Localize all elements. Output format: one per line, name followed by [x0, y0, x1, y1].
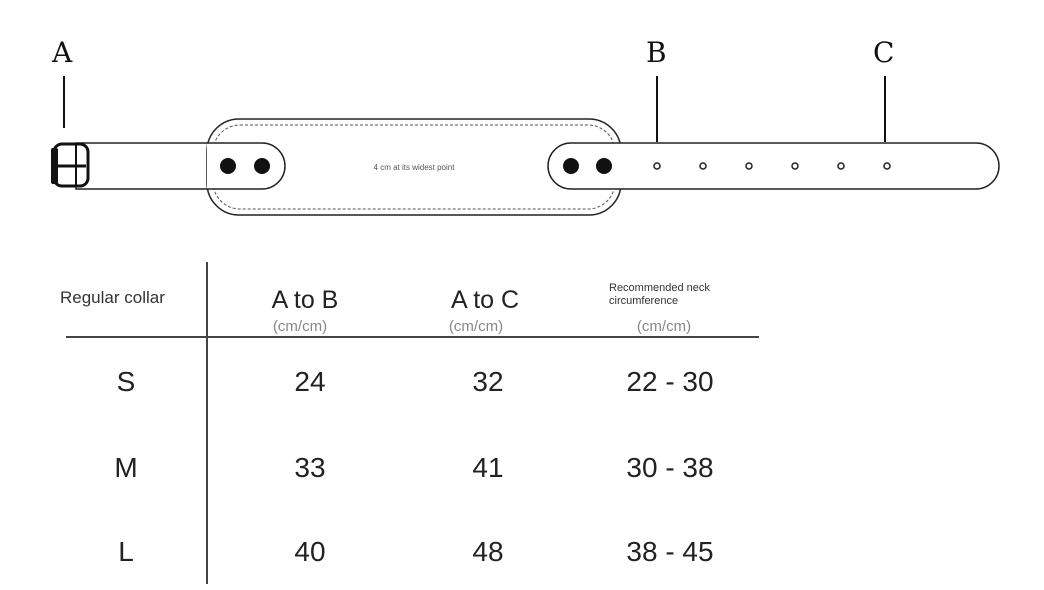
cell-s-a-to-c: 32 — [472, 366, 504, 397]
col-unit-a-to-c: (cm/cm) — [448, 318, 504, 335]
pad-note: 4 cm at its widest point — [374, 163, 456, 172]
col-unit-a-to-b: (cm/cm) — [272, 318, 328, 335]
buckle-icon — [51, 142, 90, 188]
rivet — [254, 158, 270, 174]
size-m: M — [114, 452, 138, 483]
col-unit-neck: (cm/cm) — [636, 318, 692, 335]
table-vertical-divider — [206, 262, 208, 584]
left-strap-end — [207, 142, 286, 190]
rivet — [220, 158, 236, 174]
cell-l-neck: 38 - 45 — [626, 536, 714, 567]
label-c: C — [873, 36, 894, 69]
col-header-a-to-c: A to C — [450, 286, 520, 314]
col-header-neck: Recommended neck circumference — [609, 282, 710, 307]
strap-hole — [653, 162, 661, 170]
strap-hole — [791, 162, 799, 170]
label-a: A — [51, 36, 73, 69]
cell-m-neck: 30 - 38 — [626, 452, 714, 483]
size-s: S — [116, 366, 136, 397]
table-header-row: Regular collar A to B (cm/cm) A to C (cm… — [0, 262, 1044, 338]
strap-hole — [837, 162, 845, 170]
cell-m-a-to-b: 33 — [294, 452, 326, 483]
strap-hole — [883, 162, 891, 170]
rivet — [563, 158, 579, 174]
cell-s-a-to-b: 24 — [294, 366, 326, 397]
col-header-a-to-b: A to B — [271, 286, 339, 314]
table-header-divider — [66, 336, 759, 338]
strap-hole — [699, 162, 707, 170]
rivet — [596, 158, 612, 174]
size-table: Regular collar A to B (cm/cm) A to C (cm… — [0, 262, 1044, 590]
cell-m-a-to-c: 41 — [472, 452, 504, 483]
size-l: L — [118, 536, 134, 567]
label-b: B — [646, 36, 667, 69]
row-header-label: Regular collar — [60, 288, 165, 307]
cell-l-a-to-c: 48 — [472, 536, 504, 567]
right-strap — [547, 142, 1000, 190]
collar-diagram: A B C 4 cm at its widest point — [51, 36, 1000, 216]
cell-l-a-to-b: 40 — [294, 536, 326, 567]
cell-s-neck: 22 - 30 — [626, 366, 714, 397]
strap-hole — [745, 162, 753, 170]
